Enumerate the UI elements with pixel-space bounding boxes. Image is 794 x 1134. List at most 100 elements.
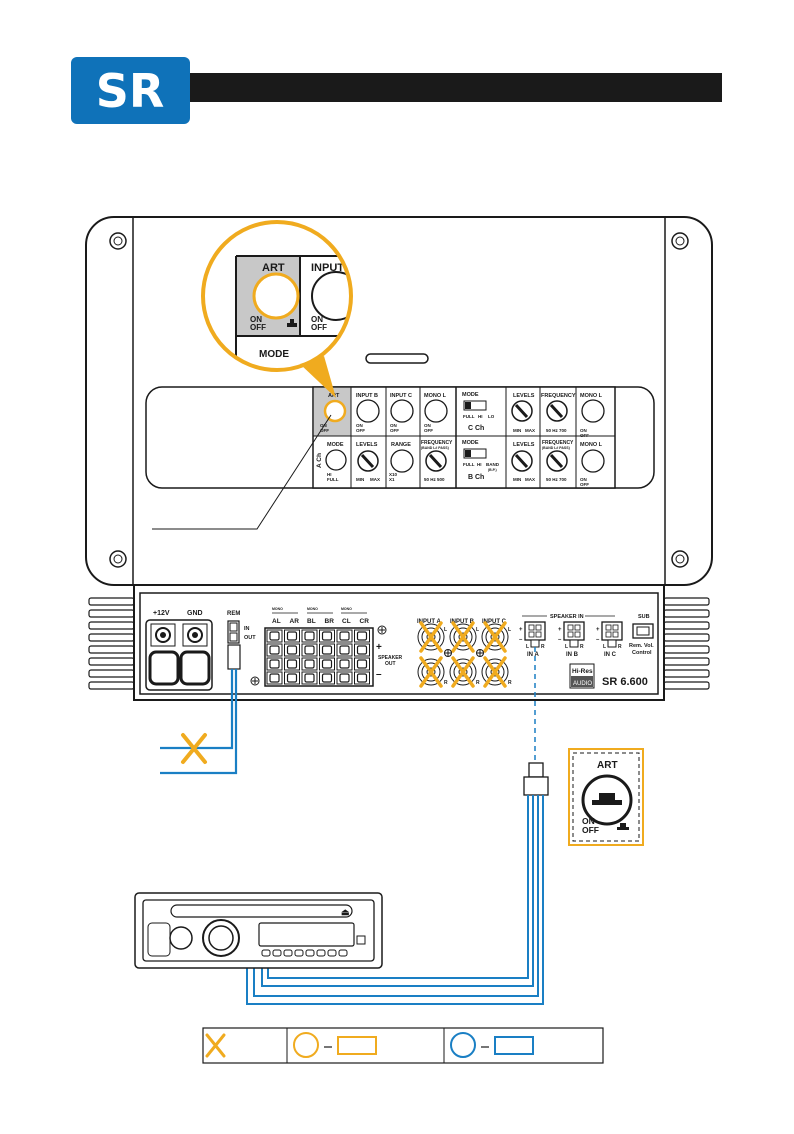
model-name: SR 6.600 (602, 676, 648, 688)
legend-blue-rect (494, 1036, 534, 1055)
speaker-terminal[interactable] (354, 643, 370, 657)
rca-channel-label: R (476, 680, 480, 686)
ground-icon (250, 676, 260, 686)
speaker-terminal[interactable] (301, 629, 318, 643)
panel-label-mono-l-b: MONO L (580, 442, 603, 448)
zoom-mode-label: MODE (259, 349, 289, 360)
speaker-terminal[interactable] (301, 643, 318, 657)
speaker-terminal[interactable] (301, 657, 318, 671)
panel-hi: HI (327, 472, 332, 477)
screw-icon (109, 232, 127, 250)
panel-off: OFF (580, 433, 589, 438)
brand-logo-text: SR (96, 64, 165, 118)
range-switch[interactable] (390, 449, 414, 473)
input-c-switch[interactable] (390, 399, 414, 423)
amplifier-top-view: ART INPUT B INPUT C MONO L MODE LEVELS F… (85, 216, 713, 586)
x-mark-icon (483, 656, 507, 688)
input-switch-zoom (311, 271, 351, 321)
mono-l-switch-top[interactable] (424, 399, 448, 423)
frequency-knob-b[interactable] (546, 450, 568, 472)
speaker-in-connector[interactable] (524, 621, 546, 648)
speaker-terminal[interactable] (284, 657, 300, 671)
speaker-terminal[interactable] (266, 643, 283, 657)
speaker-terminal[interactable] (266, 671, 283, 685)
speaker-in-name: IN A (527, 652, 539, 658)
mono-l-switch-b[interactable] (581, 449, 605, 473)
panel-band: BAND (486, 462, 500, 467)
speaker-terminal[interactable] (319, 657, 335, 671)
mode-slider-c[interactable] (463, 400, 487, 411)
x-mark-icon (181, 733, 207, 764)
speaker-terminal[interactable] (266, 629, 283, 643)
speaker-terminal[interactable] (284, 671, 300, 685)
speaker-terminal[interactable] (354, 671, 370, 685)
label-input-c: INPUT C (482, 619, 507, 625)
minus-sign: – (376, 669, 382, 680)
frequency-knob-a[interactable] (425, 450, 447, 472)
rem-plug (227, 644, 241, 670)
input-b-switch[interactable] (356, 399, 380, 423)
rem-terminal[interactable] (227, 620, 240, 644)
rca-channel-label: L (444, 627, 447, 633)
speaker-in-connector[interactable] (601, 621, 623, 648)
speaker-terminal[interactable] (319, 629, 335, 643)
power-socket-12v[interactable] (148, 650, 180, 686)
label-rem-vol-2: Control (632, 650, 652, 656)
speaker-terminal[interactable] (319, 643, 335, 657)
panel-on: ON (580, 428, 587, 433)
speaker-terminal[interactable] (354, 629, 370, 643)
plus-marker (476, 649, 484, 657)
speaker-terminal[interactable] (319, 671, 335, 685)
power-screw-gnd[interactable] (182, 623, 208, 647)
art-callout-on: ON (582, 816, 595, 826)
speaker-terminal[interactable] (284, 629, 300, 643)
speaker-terminal[interactable] (336, 657, 353, 671)
speaker-terminal[interactable] (284, 643, 300, 657)
mode-slider-b[interactable] (463, 448, 487, 459)
leader-line (152, 414, 332, 530)
rca-channel-label: R (444, 680, 448, 686)
mode-switch-a[interactable] (325, 449, 347, 471)
amp-vent-slot (365, 353, 429, 364)
speaker-terminal[interactable] (336, 629, 353, 643)
panel-full: FULL (327, 477, 339, 482)
speaker-in-connector[interactable] (563, 621, 585, 648)
art-switch[interactable] (323, 399, 347, 423)
sub-remote-port[interactable] (632, 623, 654, 639)
brand-logo (71, 57, 190, 124)
preset-button (305, 949, 315, 957)
heatsink-right (663, 597, 710, 690)
speaker-terminal[interactable] (354, 657, 370, 671)
panel-label-frequency-sub: (BAND L# PASS) (542, 446, 570, 450)
legend-x-icon (205, 1033, 226, 1058)
label-speaker-in: SPEAKER IN (550, 614, 584, 620)
channel-label: CR (360, 618, 370, 625)
label-rem: REM (227, 611, 240, 617)
levels-knob-b[interactable] (511, 450, 533, 472)
art-switch-zoom[interactable] (252, 272, 300, 320)
hat-icon (592, 793, 622, 805)
mono-l-switch-c[interactable] (581, 399, 605, 423)
label-input-b: INPUT B (450, 619, 475, 625)
eject-icon: ⏏ (341, 907, 350, 917)
levels-knob-c[interactable] (511, 400, 533, 422)
panel-label-input-b: INPUT B (356, 393, 378, 399)
power-socket-gnd[interactable] (179, 650, 211, 686)
speaker-terminal[interactable] (336, 671, 353, 685)
x-mark-icon (451, 621, 475, 653)
hi-res-text: Hi-Res (572, 668, 593, 675)
panel-label-frequency-b: FREQUENCY (542, 440, 574, 446)
panel-label-mode-b: MODE (462, 440, 479, 446)
speaker-terminal[interactable] (301, 671, 318, 685)
levels-knob-a[interactable] (357, 450, 379, 472)
frequency-knob-c[interactable] (546, 400, 568, 422)
speaker-terminal[interactable] (336, 643, 353, 657)
panel-min: MIN (513, 477, 521, 482)
header-bar (190, 73, 722, 102)
speaker-in-plug (523, 762, 549, 796)
panel-max: MAX (525, 477, 535, 482)
power-screw-12v[interactable] (150, 623, 176, 647)
speaker-terminal[interactable] (266, 657, 283, 671)
hat-icon (287, 319, 297, 327)
